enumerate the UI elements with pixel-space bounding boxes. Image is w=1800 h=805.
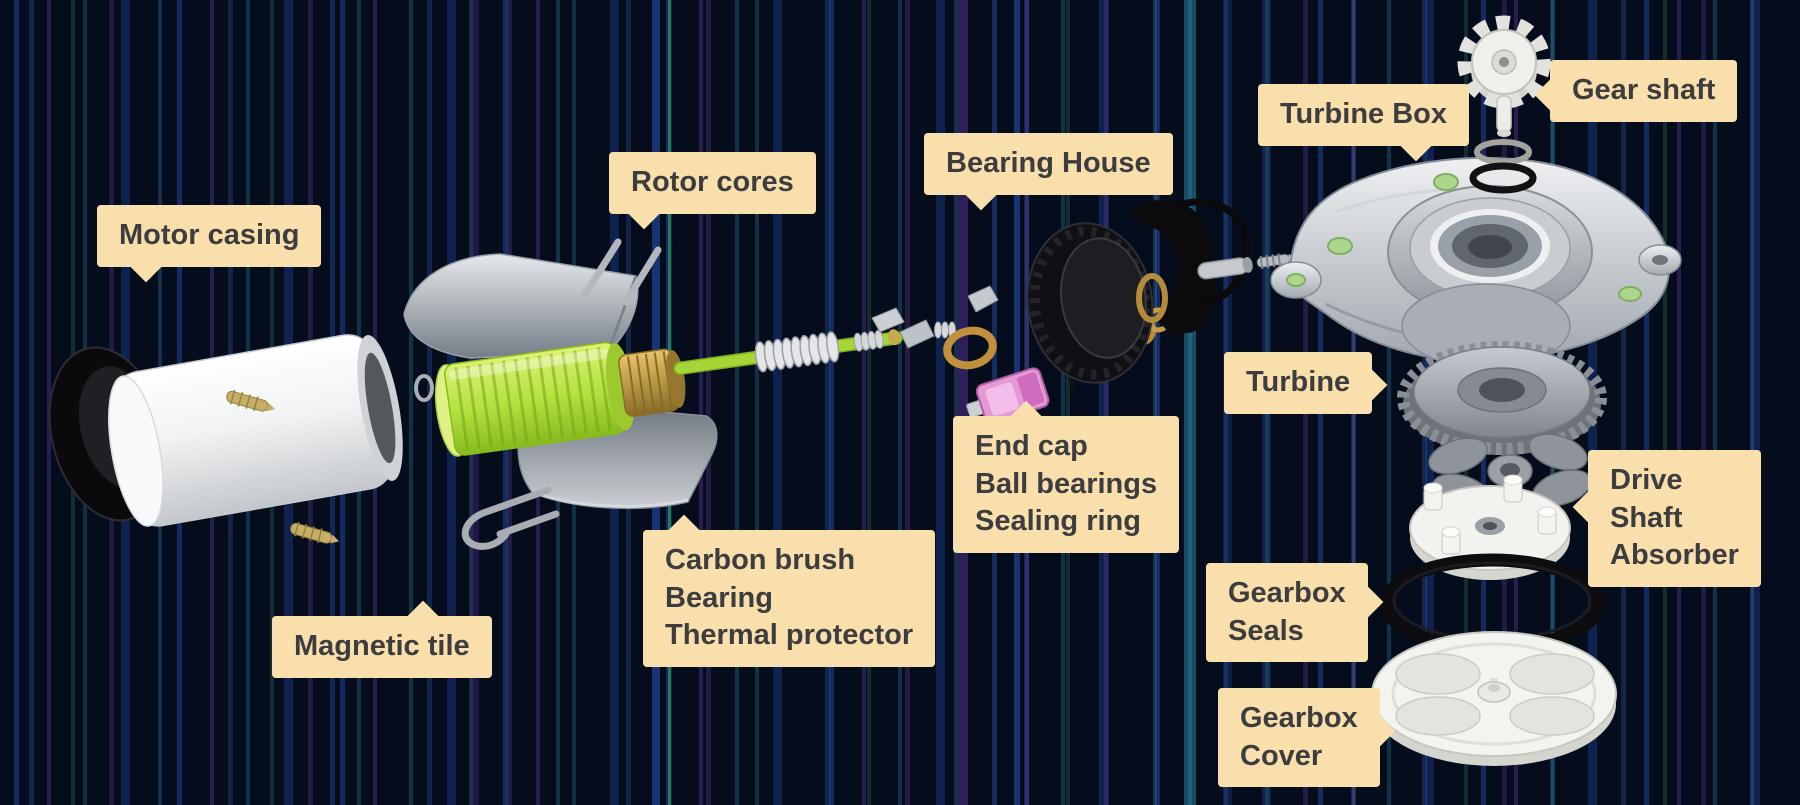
label-text: Bearing House bbox=[946, 147, 1151, 179]
ball-bearing bbox=[943, 326, 997, 370]
label-rotor-cores: Rotor cores bbox=[609, 152, 816, 230]
small-washer bbox=[414, 374, 434, 402]
label-text: Drive bbox=[1610, 464, 1683, 496]
label-text: Gearbox bbox=[1228, 577, 1346, 609]
end-bearing bbox=[1136, 273, 1168, 323]
gearbox-cover-part bbox=[1371, 631, 1617, 766]
label-gearbox-cover: Gearbox Cover bbox=[1218, 688, 1396, 788]
turbine-part bbox=[1397, 341, 1607, 455]
label-text: Motor casing bbox=[119, 219, 300, 251]
label-text: Seals bbox=[1228, 614, 1304, 647]
label-text: Turbine Box bbox=[1280, 98, 1448, 130]
label-text: Turbine bbox=[1246, 366, 1351, 398]
disc-pin bbox=[1441, 526, 1461, 555]
label-text: Gear shaft bbox=[1572, 74, 1716, 106]
label-gearbox-seals: Gearbox Seals bbox=[1206, 563, 1384, 663]
label-text: Magnetic tile bbox=[294, 630, 470, 662]
turbine-box-part bbox=[1270, 156, 1682, 369]
label-turbine: Turbine bbox=[1224, 352, 1388, 414]
label-turbine-box: Turbine Box bbox=[1258, 84, 1470, 162]
label-text: Bearing bbox=[665, 581, 773, 614]
label-end-cap-group: End cap Ball bearings Sealing ring bbox=[953, 400, 1180, 554]
label-motor-casing: Motor casing bbox=[97, 205, 322, 283]
label-text: Carbon brush bbox=[665, 544, 856, 576]
disc-pin bbox=[1503, 474, 1523, 503]
label-text: Gearbox bbox=[1240, 702, 1358, 734]
bearing-house-part bbox=[1026, 198, 1250, 384]
washer bbox=[1474, 139, 1532, 165]
disc-pin bbox=[1537, 506, 1557, 535]
label-bearing-house: Bearing House bbox=[924, 133, 1173, 211]
label-text: End cap bbox=[975, 430, 1088, 462]
label-text: Thermal protector bbox=[665, 619, 914, 652]
rotor-assembly bbox=[434, 329, 903, 457]
disc-pin bbox=[1423, 482, 1443, 511]
gear-shaft-part bbox=[1457, 15, 1551, 194]
label-magnetic-tile: Magnetic tile bbox=[272, 600, 492, 678]
casing-screw bbox=[290, 521, 340, 544]
label-text: Sealing ring bbox=[975, 505, 1141, 538]
label-drive-shaft-absorber: Drive Shaft Absorber bbox=[1572, 450, 1761, 588]
brush-pins bbox=[580, 238, 662, 306]
motor-wire bbox=[1172, 198, 1250, 304]
label-text: Ball bearings bbox=[975, 467, 1158, 500]
motor-casing-part bbox=[48, 334, 434, 544]
label-text: Cover bbox=[1240, 739, 1323, 772]
seal-ring bbox=[1469, 162, 1537, 194]
label-text: Absorber bbox=[1610, 539, 1739, 572]
casing-screw bbox=[226, 389, 276, 412]
retaining-spring bbox=[461, 486, 552, 550]
label-text: Shaft bbox=[1610, 501, 1683, 534]
worm-gear bbox=[754, 331, 840, 373]
label-carbon-brush-group: Carbon brush Bearing Thermal protector bbox=[643, 514, 936, 668]
label-text: Rotor cores bbox=[631, 166, 794, 198]
label-gear-shaft: Gear shaft bbox=[1534, 60, 1738, 122]
pin-and-screw bbox=[1197, 253, 1298, 280]
